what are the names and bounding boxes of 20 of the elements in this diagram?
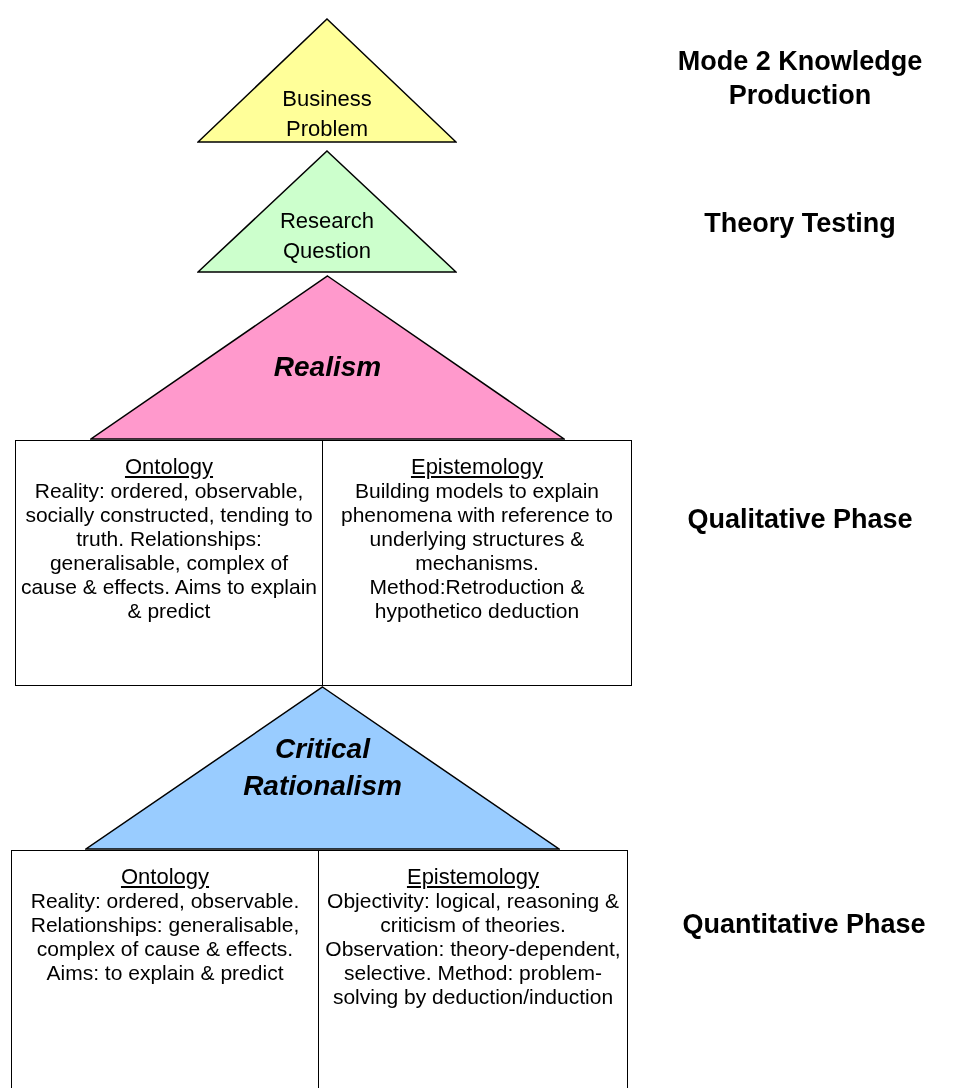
phase-label: Mode 2 Knowledge Production: [676, 45, 924, 112]
content-box: [11, 850, 319, 1088]
triangle-label: Research Question: [278, 207, 376, 265]
box-text: Objectivity: logical, reasoning & criticism of theories. Observation: theory-dependent, selective. Method: problem-solving by deduction/induction: [324, 889, 622, 1009]
box-text: Building models to explain phenomena with reference to underlying structures & mechanisms. Method:Retroduction & hypothetico deduction: [340, 479, 614, 623]
box-heading: Epistemology: [410, 455, 544, 479]
phase-label: Quantitative Phase: [681, 908, 927, 941]
box-heading: Ontology: [120, 865, 210, 889]
triangle-label: Critical Rationalism: [242, 732, 403, 803]
box-text: Reality: ordered, observable. Relationships: generalisable, complex of cause & effects. Aims: to explain & predict: [29, 889, 301, 985]
triangle-label: Realism: [272, 350, 383, 384]
phase-label: Theory Testing: [703, 207, 897, 240]
content-box: [322, 440, 632, 686]
box-heading: Epistemology: [406, 865, 540, 889]
box-text: Reality: ordered, observable, socially constructed, tending to truth. Relationships: generalisable, complex of cause & effects. Aims to explain & predict: [20, 479, 318, 623]
phase-label: Qualitative Phase: [686, 503, 914, 536]
triangle-label: Business Problem: [281, 85, 373, 143]
content-box: [15, 440, 323, 686]
content-box: [318, 850, 628, 1088]
box-heading: Ontology: [124, 455, 214, 479]
